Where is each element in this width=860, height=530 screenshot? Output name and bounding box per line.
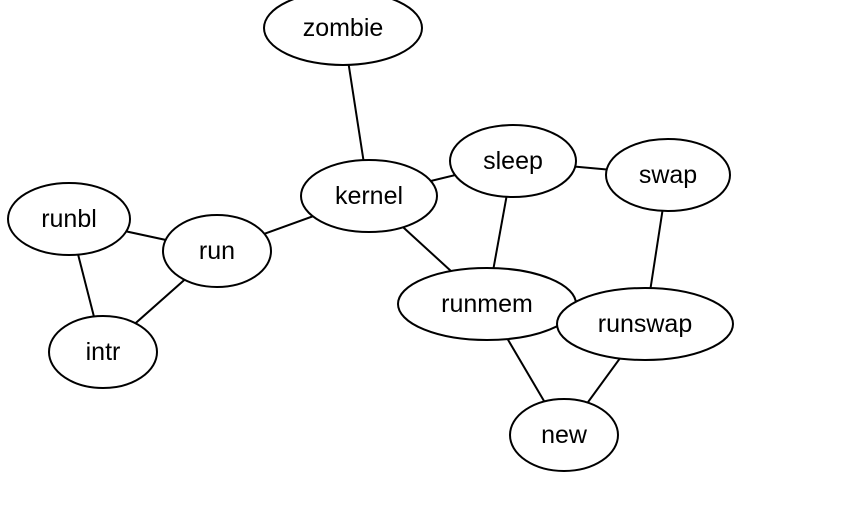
- node-label-sleep: sleep: [483, 147, 543, 175]
- node-label-new: new: [541, 421, 588, 449]
- node-intr: intr: [48, 315, 158, 389]
- node-ellipse-runswap: [556, 287, 734, 361]
- node-new: new: [509, 398, 619, 472]
- node-ellipse-runbl: [7, 182, 131, 256]
- node-label-swap: swap: [639, 161, 697, 189]
- node-ellipse-zombie: [263, 0, 423, 66]
- node-runmem: runmem: [397, 267, 577, 341]
- node-ellipse-kernel: [300, 159, 438, 233]
- node-label-runswap: runswap: [598, 310, 693, 338]
- node-ellipse-new: [509, 398, 619, 472]
- graph-nodes: zombie kernel sleep swap runbl run intr runmem r…: [7, 0, 734, 472]
- node-ellipse-sleep: [449, 124, 577, 198]
- node-kernel: kernel: [300, 159, 438, 233]
- node-label-runbl: runbl: [41, 205, 97, 233]
- node-runbl: runbl: [7, 182, 131, 256]
- node-label-intr: intr: [86, 338, 121, 366]
- node-ellipse-intr: [48, 315, 158, 389]
- node-swap: swap: [605, 138, 731, 212]
- node-runswap: runswap: [556, 287, 734, 361]
- node-sleep: sleep: [449, 124, 577, 198]
- node-label-run: run: [199, 237, 235, 265]
- node-ellipse-run: [162, 214, 272, 288]
- node-zombie: zombie: [263, 0, 423, 66]
- node-label-kernel: kernel: [335, 182, 403, 210]
- node-label-zombie: zombie: [303, 14, 384, 42]
- node-label-runmem: runmem: [441, 290, 533, 318]
- node-ellipse-swap: [605, 138, 731, 212]
- node-run: run: [162, 214, 272, 288]
